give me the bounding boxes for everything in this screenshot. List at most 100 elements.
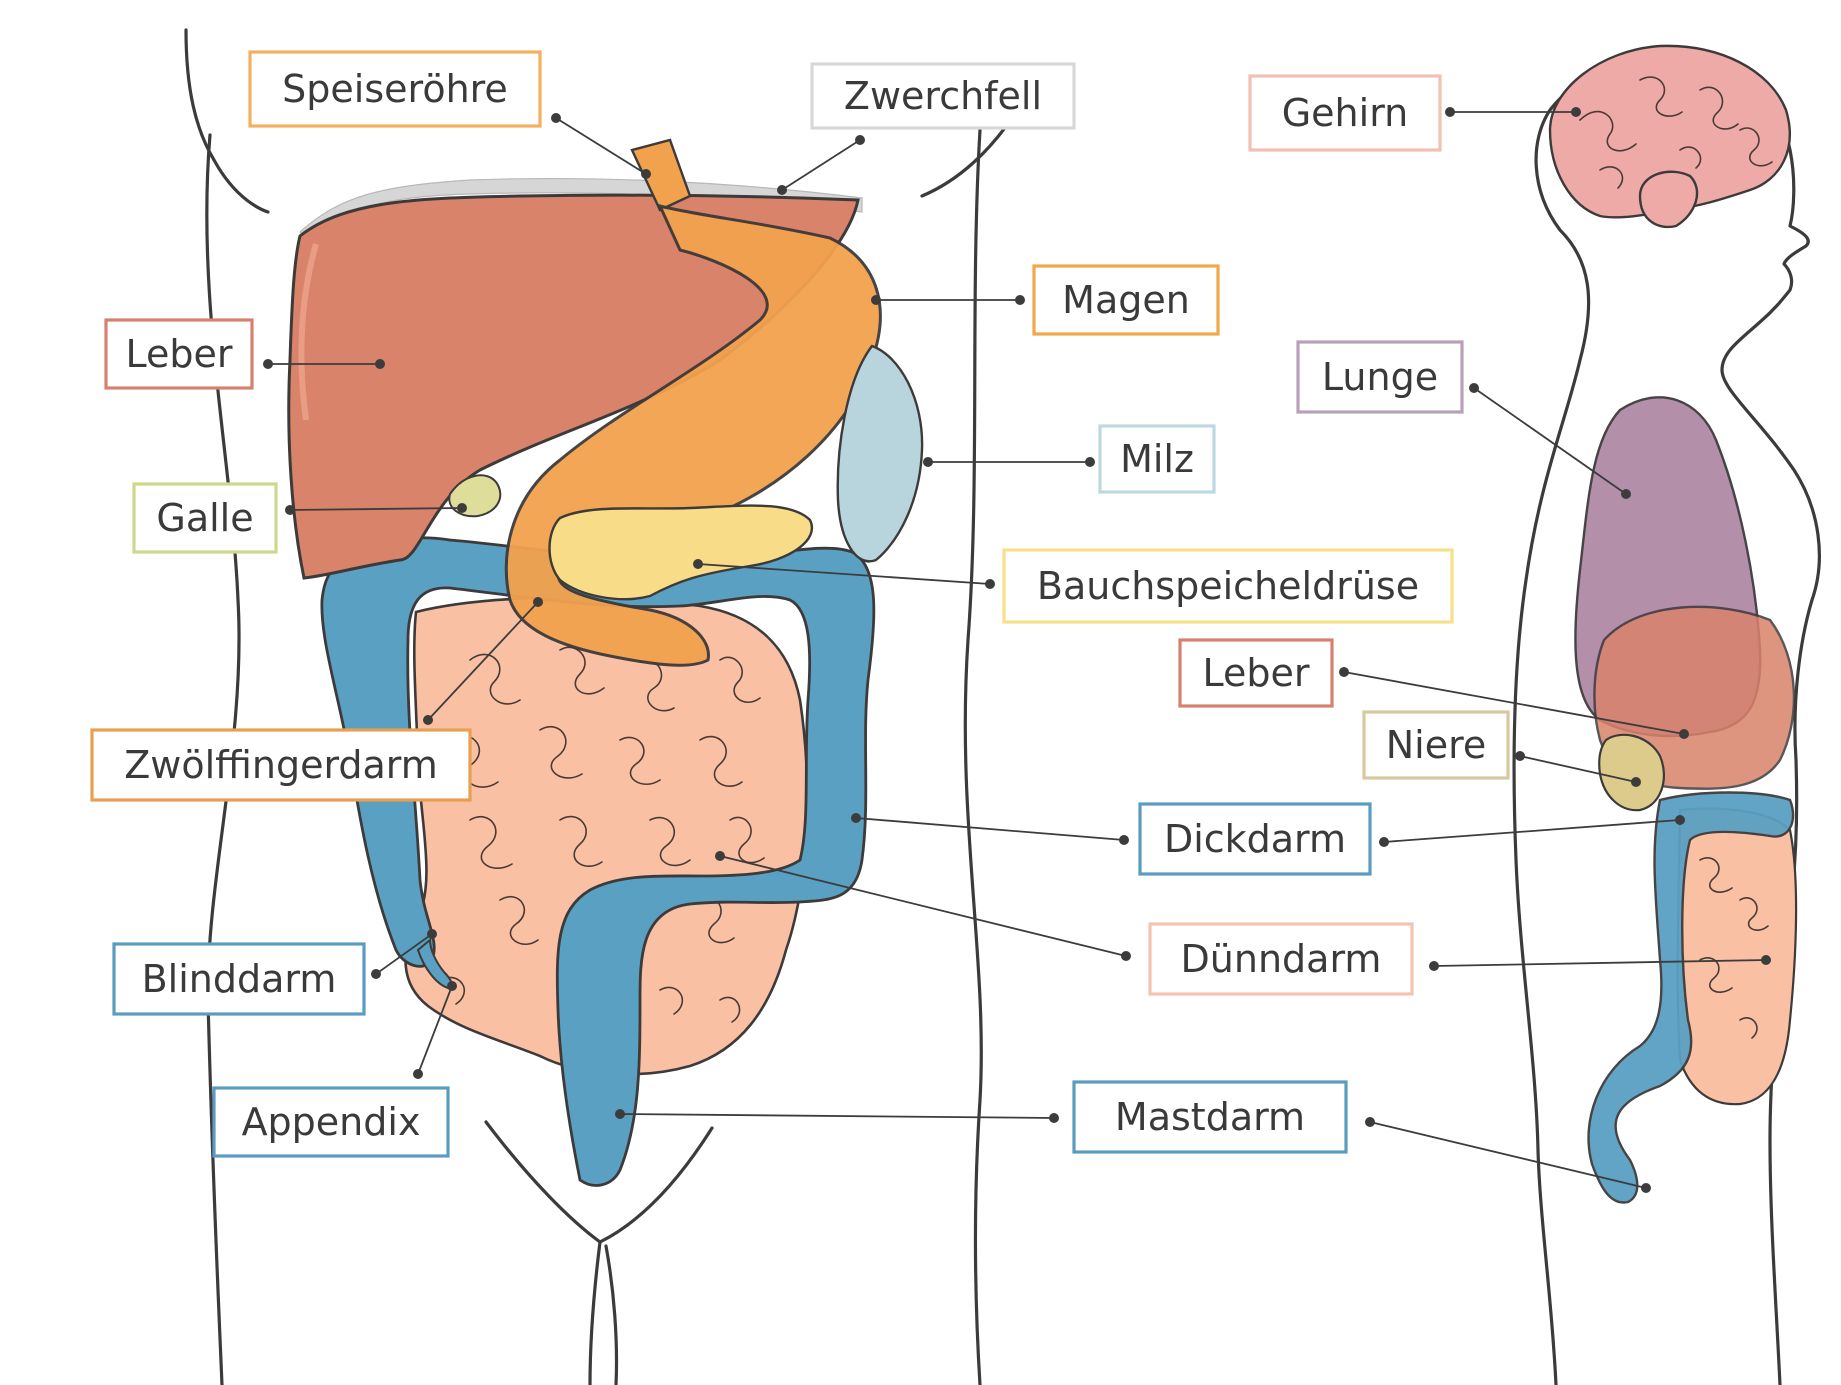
label-text-speiseroehre: Speiseröhre	[282, 67, 508, 111]
leader-line-bauchspeicheldruese	[697, 563, 991, 585]
leader-dot-lunge-0	[1469, 383, 1479, 393]
leader-dot-milz-0	[1085, 457, 1095, 467]
leader-dot-lunge-1	[1621, 489, 1631, 499]
label-box-niere	[1362, 710, 1510, 780]
leader-lines	[263, 107, 1771, 1193]
colon-shape	[320, 536, 876, 1187]
label-text-dickdarm: Dickdarm	[1164, 817, 1346, 861]
label-box-speiseroehre	[248, 50, 542, 128]
leader-line-leber_side	[1343, 671, 1685, 735]
label-mastdarm: Mastdarm	[1072, 1080, 1348, 1154]
brain-shape	[1548, 44, 1791, 229]
side-body-outline	[1512, 55, 1821, 1385]
label-text-leber: Leber	[125, 332, 232, 376]
label-text-galle: Galle	[156, 496, 253, 540]
side-colon-shape	[1587, 791, 1795, 1204]
leader-dot-milz-1	[923, 457, 933, 467]
leader-line-blinddarm	[375, 933, 433, 975]
leader-line-mastdarm_side	[1369, 1121, 1647, 1189]
label-galle: Galle	[132, 482, 278, 554]
leader-line-zwoelffingerdarm	[427, 601, 539, 721]
label-box-appendix	[212, 1086, 450, 1158]
leader-line-speiseroehre	[555, 117, 647, 175]
label-magen: Magen	[1032, 264, 1220, 336]
leader-dot-speiseroehre-0	[551, 113, 561, 123]
label-appendix: Appendix	[212, 1086, 450, 1158]
side-small-intestine-shape	[1676, 807, 1798, 1106]
label-zwerchfell: Zwerchfell	[810, 62, 1076, 130]
label-text-gehirn: Gehirn	[1282, 91, 1409, 135]
label-box-zwerchfell	[810, 62, 1076, 130]
label-text-leber_side: Leber	[1202, 651, 1309, 695]
leader-dot-leber_side-0	[1339, 667, 1349, 677]
kidney-shape	[1598, 733, 1665, 812]
label-text-mastdarm_side: Mastdarm	[1352, 1127, 1356, 1129]
leader-dot-zwoelffingerdarm-1	[533, 597, 543, 607]
label-box-blinddarm	[112, 942, 366, 1016]
leader-dot-dickdarm_side-1	[1675, 815, 1685, 825]
leader-line-dickdarm	[855, 817, 1125, 841]
label-text-dickdarm_side: Dickdarm	[1366, 847, 1370, 849]
stomach-shape	[504, 203, 882, 667]
label-niere: Niere	[1362, 710, 1510, 780]
leader-line-lunge	[1473, 387, 1627, 495]
leader-dot-zwoelffingerdarm-0	[423, 715, 433, 725]
leader-dot-blinddarm-1	[427, 929, 437, 939]
leader-dot-mastdarm_side-0	[1365, 1117, 1375, 1127]
small-intestine-shape	[404, 596, 809, 1076]
leader-line-duenndarm_side	[1433, 959, 1767, 967]
label-milz: Milz	[1098, 424, 1216, 494]
label-box-magen	[1032, 264, 1220, 336]
label-blinddarm: Blinddarm	[112, 942, 366, 1016]
leader-dot-niere-0	[1515, 751, 1525, 761]
leader-dot-dickdarm-0	[1119, 835, 1129, 845]
label-text-mastdarm: Mastdarm	[1115, 1095, 1305, 1139]
esophagus-shape	[630, 138, 692, 212]
label-box-gehirn	[1248, 74, 1442, 152]
leader-dot-zwerchfell-1	[777, 185, 787, 195]
leader-dot-blinddarm-0	[371, 969, 381, 979]
leader-dot-speiseroehre-1	[641, 169, 651, 179]
label-text-duenndarm_side: Dünndarm	[1416, 970, 1420, 973]
label-box-zwoelffingerdarm	[90, 728, 472, 802]
label-leber: Leber	[104, 318, 254, 390]
leader-line-niere	[1519, 755, 1637, 783]
leader-dot-dickdarm_side-0	[1379, 837, 1389, 847]
leader-dot-galle-1	[457, 503, 467, 513]
label-text-blinddarm: Blinddarm	[142, 957, 337, 1001]
label-box-dickdarm	[1138, 802, 1372, 876]
label-zwoelffingerdarm: Zwölffingerdarm	[90, 728, 472, 802]
label-text-milz: Milz	[1120, 437, 1194, 481]
label-speiseroehre: Speiseröhre	[248, 50, 542, 128]
leader-dot-duenndarm_side-1	[1761, 955, 1771, 965]
leader-dot-duenndarm-0	[1121, 951, 1131, 961]
label-duenndarm: Dünndarm	[1148, 922, 1414, 996]
label-text-magen: Magen	[1062, 278, 1190, 322]
label-dickdarm: Dickdarm	[1138, 802, 1372, 876]
leader-dot-magen-0	[1015, 295, 1025, 305]
leader-dot-mastdarm-0	[1049, 1113, 1059, 1123]
leader-dot-niere-1	[1631, 777, 1641, 787]
label-text-appendix: Appendix	[242, 1100, 421, 1144]
label-text-lunge: Lunge	[1322, 355, 1438, 399]
leader-dot-mastdarm_side-1	[1641, 1183, 1651, 1193]
leader-dot-bauchspeicheldruese-0	[985, 579, 995, 589]
label-box-mastdarm	[1072, 1080, 1348, 1154]
leader-dot-duenndarm_side-0	[1429, 961, 1439, 971]
leader-dot-gehirn-1	[1571, 107, 1581, 117]
label-box-duenndarm	[1148, 922, 1414, 996]
label-text-zwoelffingerdarm: Zwölffingerdarm	[124, 743, 438, 787]
side-small-intestine-folds	[1699, 857, 1769, 1039]
leader-dot-dickdarm-1	[851, 813, 861, 823]
diaphragm-shape	[299, 177, 863, 239]
label-box-leber_side	[1178, 638, 1334, 708]
leader-dot-duenndarm-1	[715, 851, 725, 861]
label-box-leber	[104, 318, 254, 390]
label-box-bauchspeicheldruese	[1002, 548, 1454, 624]
label-lunge: Lunge	[1296, 340, 1464, 414]
leader-line-dickdarm_side	[1383, 819, 1681, 843]
label-box-milz	[1098, 424, 1216, 494]
leader-dot-magen-1	[871, 295, 881, 305]
label-text-zwerchfell: Zwerchfell	[844, 74, 1042, 118]
